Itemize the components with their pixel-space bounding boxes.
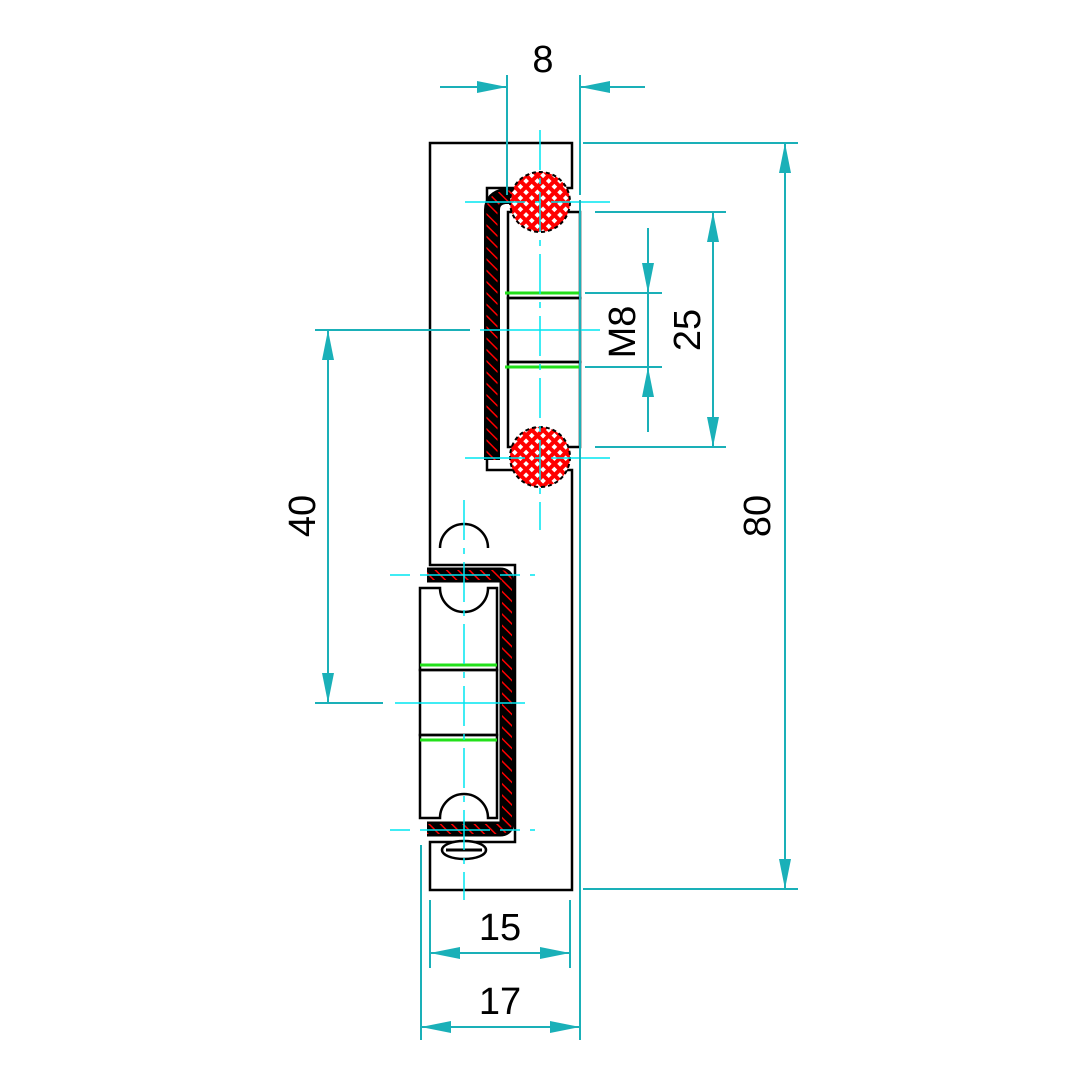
dim-25: 25 (667, 309, 709, 351)
dim-15: 15 (479, 907, 521, 949)
centerlines (390, 130, 610, 900)
dim-17: 17 (479, 981, 521, 1023)
dim-80: 80 (737, 495, 779, 537)
dimensions: 8 80 25 M8 40 15 17 (282, 39, 798, 1040)
dim-8: 8 (532, 39, 553, 81)
dim-40: 40 (282, 495, 324, 537)
rail-body (428, 141, 574, 892)
dim-m8: M8 (602, 306, 644, 359)
